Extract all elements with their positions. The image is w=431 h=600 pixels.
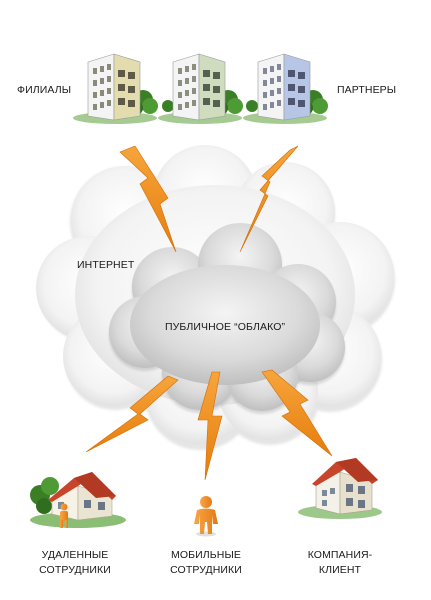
lightning-bolt-icon — [197, 371, 223, 481]
label-branches: ФИЛИАЛЫ — [17, 84, 72, 96]
tree-icon — [30, 477, 59, 514]
label-remote-workers: УДАЛЕННЫЕ СОТРУДНИКИ — [27, 548, 123, 578]
label-public-cloud: ПУБЛИЧНОЕ “ОБЛАКО” — [164, 321, 286, 333]
partner-building — [243, 53, 328, 124]
lightning-bolt-icon — [85, 375, 179, 453]
public-cloud — [109, 223, 345, 414]
label-client-line1: КОМПАНИЯ- — [307, 549, 373, 561]
label-internet: ИНТЕРНЕТ — [77, 259, 135, 271]
label-remote-line2: СОТРУДНИКИ — [39, 564, 111, 576]
label-mobile-line1: МОБИЛЬНЫЕ — [171, 549, 241, 561]
client-house-icon — [298, 458, 382, 519]
label-remote-line1: УДАЛЕННЫЕ — [41, 549, 109, 561]
lightning-bolt-icon — [261, 369, 333, 457]
remote-house-icon — [30, 472, 126, 528]
label-mobile-line2: СОТРУДНИКИ — [170, 564, 242, 576]
lightning-bolt-icon — [239, 145, 299, 253]
label-partners: ПАРТНЕРЫ — [337, 84, 397, 96]
label-client-company: КОМПАНИЯ- КЛИЕНТ — [292, 548, 388, 578]
label-mobile-workers: МОБИЛЬНЫЕ СОТРУДНИКИ — [158, 548, 254, 578]
branch-building-1 — [73, 53, 158, 124]
label-client-line2: КЛИЕНТ — [318, 564, 362, 576]
branch-building-2 — [158, 53, 243, 124]
lightning-bolt-icon — [119, 145, 177, 253]
person-icon — [194, 496, 218, 537]
